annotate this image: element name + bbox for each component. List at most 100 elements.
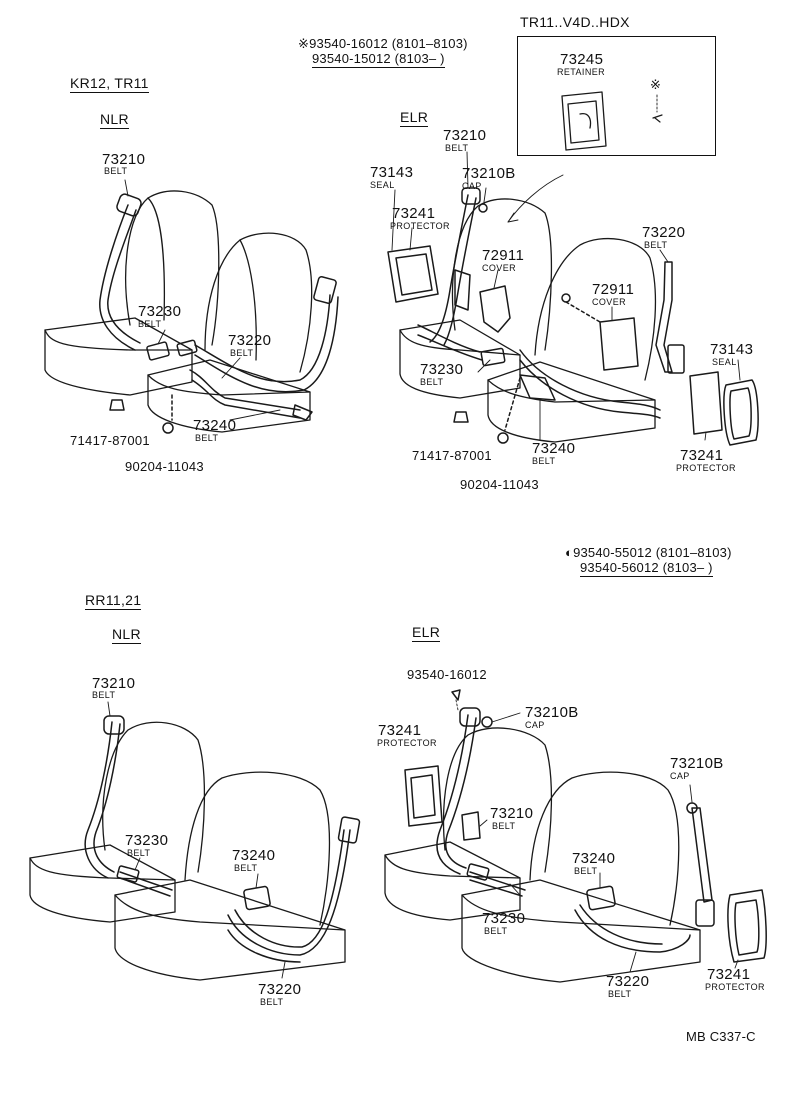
q2-callout-73210-number: 73210 xyxy=(443,127,487,144)
q3-right-seat-cushion xyxy=(114,879,346,981)
q1-right-seat-back xyxy=(204,232,313,373)
section-title-elr-top: ELR xyxy=(400,109,429,127)
q4-callout-73220-name: BELT xyxy=(608,989,632,999)
q2-callout-73143b-name: SEAL xyxy=(712,357,737,367)
q3-callout-73230-name: BELT xyxy=(127,848,151,858)
section-title-rr11: RR11,21 xyxy=(85,592,142,610)
q2-callout-72911b-number: 72911 xyxy=(592,281,635,298)
q4-callout-73230-name: BELT xyxy=(484,926,508,936)
q2-callout-72911b-name: COVER xyxy=(592,297,627,307)
q2-callout-73230-number: 73230 xyxy=(420,361,464,378)
q1-callout-73230-name: BELT xyxy=(138,319,162,329)
q1-callout-73210-name: BELT xyxy=(104,166,128,176)
top-note-line2: 93540-15012 (8103– ) xyxy=(312,51,445,68)
q1-callout-73210-number: 73210 xyxy=(102,151,146,168)
q4-callout-73241b-number: 73241 xyxy=(707,966,751,983)
q4-callout-73241-number: 73241 xyxy=(378,722,422,739)
q4-callout-73210b2-number: 73210B xyxy=(670,755,724,772)
diagram-code: MB C337-C xyxy=(686,1029,756,1044)
q1-callout-73220-number: 73220 xyxy=(228,332,272,349)
q2-callout-73210b-name: CAP xyxy=(462,181,482,191)
q2-callout-73143b-number: 73143 xyxy=(710,341,754,358)
q1-leaders xyxy=(124,179,281,421)
q4-seat-assembly xyxy=(384,727,701,983)
q3-left-seat-cushion xyxy=(29,844,176,923)
q2-left-seat-cushion xyxy=(399,319,521,399)
section-title-nlr-top: NLR xyxy=(100,111,129,129)
section-title-elr-bottom: ELR xyxy=(412,624,441,642)
q4-left-seat-cushion xyxy=(384,841,521,921)
q3-callout-73220-name: BELT xyxy=(260,997,284,1007)
q2-callout-73210b-number: 73210B xyxy=(462,165,516,182)
q2-callout-73220-number: 73220 xyxy=(642,224,686,241)
q2-callout-73241-name: PROTECTOR xyxy=(390,221,450,231)
q1-left-seat-cushion xyxy=(44,317,193,396)
section-title-nlr-bottom: NLR xyxy=(112,626,141,644)
inset-box xyxy=(517,36,716,156)
q1-left-seat-back xyxy=(125,190,220,346)
q2-callout-72911a-name: COVER xyxy=(482,263,517,273)
q4-left-seat-back xyxy=(442,727,553,873)
q4-callout-93540-number: 93540-16012 xyxy=(407,667,487,682)
q4-callout-73210-number: 73210 xyxy=(490,805,534,822)
q4-callout-73240-name: BELT xyxy=(574,866,598,876)
q4-callout-73220-number: 73220 xyxy=(606,973,650,990)
q3-belts xyxy=(84,715,361,963)
inset-asterisk-icon: ※ xyxy=(650,77,662,92)
q2-callout-73240-number: 73240 xyxy=(532,440,576,457)
q1-belts xyxy=(99,193,339,434)
q2-belts xyxy=(387,187,759,446)
q2-callout-73143-name: SEAL xyxy=(370,180,395,190)
q2-callout-73220-name: BELT xyxy=(644,240,668,250)
q2-callout-73143-number: 73143 xyxy=(370,164,414,181)
inset-retainer-drawing xyxy=(561,91,663,151)
inset-part-number: 73245 xyxy=(560,51,604,68)
q4-callout-73210b2-name: CAP xyxy=(670,771,690,781)
mid-note-line1: ◐93540-55012 (8101–8103) xyxy=(565,546,732,559)
q4-callout-73241-name: PROTECTOR xyxy=(377,738,437,748)
q2-callout-73210-name: BELT xyxy=(445,143,469,153)
q1-callout-73240-number: 73240 xyxy=(193,417,237,434)
q1-callout-90204-number: 90204-11043 xyxy=(125,459,204,474)
inset-title: TR11..V4D..HDX xyxy=(520,14,630,30)
mid-note-line1-text: 93540-55012 (8101–8103) xyxy=(573,545,732,560)
mid-note-line2: 93540-56012 (8103– ) xyxy=(580,560,713,577)
q4-right-seat-back xyxy=(529,771,680,926)
q1-callout-73220-name: BELT xyxy=(230,348,254,358)
q2-callout-72911a-number: 72911 xyxy=(482,247,525,264)
q4-callout-73240-number: 73240 xyxy=(572,850,616,867)
q2-right-seat-cushion xyxy=(487,361,656,443)
q4-belts xyxy=(404,689,767,963)
q4-callout-73210b-number: 73210B xyxy=(525,704,579,721)
q3-leaders xyxy=(107,701,286,979)
q4-right-seat-cushion xyxy=(461,879,701,983)
q3-seat-assembly xyxy=(29,721,346,981)
section-title-kr12: KR12, TR11 xyxy=(70,75,149,93)
q2-callout-71417-number: 71417-87001 xyxy=(412,448,492,463)
q3-left-seat-back xyxy=(102,721,206,873)
q2-callout-90204-number: 90204-11043 xyxy=(460,477,539,492)
top-note-line1-text: 93540-16012 (8101–8103) xyxy=(309,36,468,51)
q2-callout-73230-name: BELT xyxy=(420,377,444,387)
q2-callout-73241b-number: 73241 xyxy=(680,447,724,464)
q1-callout-71417-number: 71417-87001 xyxy=(70,433,150,448)
q4-leaders xyxy=(479,712,739,973)
q1-callout-73230-number: 73230 xyxy=(138,303,182,320)
q4-callout-73230-number: 73230 xyxy=(482,910,526,927)
q3-callout-73230-number: 73230 xyxy=(125,832,169,849)
inset-part-name: RETAINER xyxy=(557,67,606,77)
q1-callout-73240-name: BELT xyxy=(195,433,219,443)
top-note-line1: ※93540-16012 (8101–8103) xyxy=(298,37,468,50)
q2-leaders xyxy=(391,151,741,441)
asterisk-symbol-icon: ※ xyxy=(298,36,310,51)
q3-callout-73210-name: BELT xyxy=(92,690,116,700)
q3-callout-73210-number: 73210 xyxy=(92,675,136,692)
q2-callout-73241-number: 73241 xyxy=(392,205,436,222)
q3-callout-73240-number: 73240 xyxy=(232,847,276,864)
q2-callout-73240-name: BELT xyxy=(532,456,556,466)
q3-right-seat-back xyxy=(184,771,331,926)
q4-callout-73241b-name: PROTECTOR xyxy=(705,982,765,992)
q3-callout-73240-name: BELT xyxy=(234,863,258,873)
q4-callout-73210-name: BELT xyxy=(492,821,516,831)
